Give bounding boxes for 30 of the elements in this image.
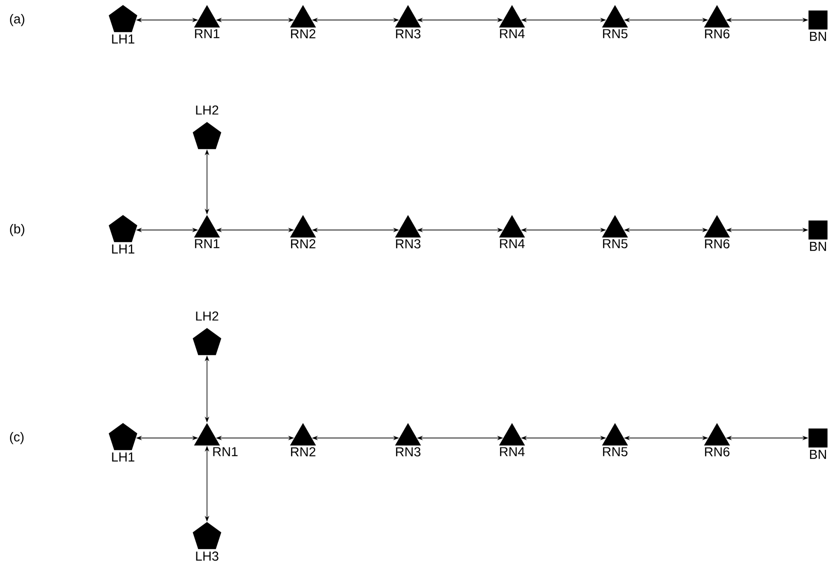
node-label: RN1 <box>195 239 220 248</box>
node-label: RN2 <box>291 239 316 248</box>
node-label: RN3 <box>396 29 420 38</box>
row-label: (a) <box>10 14 24 26</box>
node-label: LH2 <box>196 311 218 321</box>
row-label: (b) <box>10 224 24 236</box>
node-label: RN6 <box>705 29 730 38</box>
node-label: BN <box>810 450 826 459</box>
node-label: RN2 <box>291 29 316 38</box>
node-label: RN6 <box>705 447 730 456</box>
node-label: RN4 <box>500 239 525 248</box>
node-label: LH1 <box>112 244 134 254</box>
node-label: RN6 <box>705 239 730 248</box>
node-label: RN4 <box>500 29 525 38</box>
node-label: BN <box>810 32 826 41</box>
node-label: RN5 <box>603 447 628 456</box>
node-label: LH2 <box>196 105 218 115</box>
node-label: BN <box>810 242 826 251</box>
node-label: LH1 <box>112 452 134 462</box>
node-label: RN3 <box>396 447 420 456</box>
node-label: LH3 <box>196 552 218 561</box>
node-label: RN1 <box>213 447 238 456</box>
row-label: (c) <box>10 432 24 444</box>
node-label: RN1 <box>195 29 220 38</box>
node-label: RN5 <box>603 239 628 248</box>
node-label: RN3 <box>396 239 420 248</box>
node-label: RN4 <box>500 447 525 456</box>
node-label: RN2 <box>291 447 316 456</box>
node-label: LH1 <box>112 34 134 44</box>
node-label: RN5 <box>603 29 628 38</box>
